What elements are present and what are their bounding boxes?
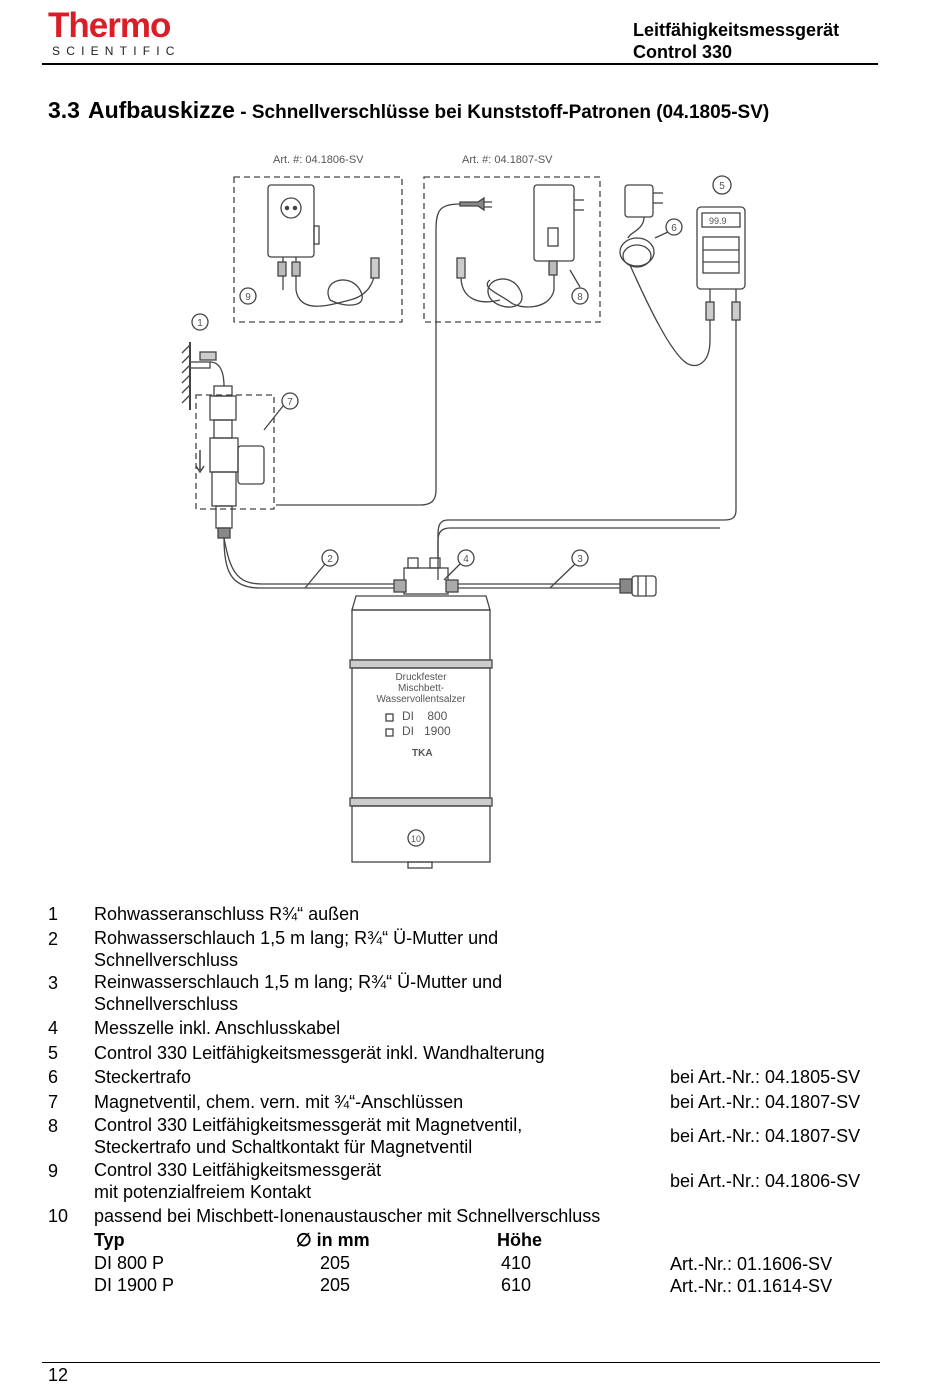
legend-num-5: 5 bbox=[48, 1043, 59, 1063]
logo-sub: SCIENTIFIC bbox=[52, 44, 181, 58]
legend-text-2b: Schnellverschluss bbox=[94, 950, 239, 970]
legend-num-2: 2 bbox=[48, 929, 59, 949]
legend-text-10: passend bei Mischbett-Ionenaustauscher m… bbox=[94, 1206, 601, 1226]
box-article-1806 bbox=[233, 176, 403, 323]
tank-option-1: DI 800 bbox=[402, 709, 448, 723]
legend-art-7: bei Art.-Nr.: 04.1807-SV bbox=[670, 1092, 861, 1112]
document-title: Leitfähigkeitsmessgerät Control 330 bbox=[633, 19, 873, 63]
legend-text-6: Steckertrafo bbox=[94, 1067, 192, 1087]
tank-label-1: Druckfester bbox=[395, 672, 447, 683]
meter-display: 99.9 bbox=[709, 216, 727, 226]
section-number: 3.3 bbox=[48, 97, 80, 123]
section-title: 3.3 Aufbauskizze - Schnellverschlüsse bei… bbox=[48, 97, 769, 124]
legend-num-4: 4 bbox=[48, 1018, 59, 1038]
tank-label-3: Wasservollentsalzer bbox=[376, 694, 466, 705]
header-rule bbox=[42, 63, 878, 65]
callout-4: 4 bbox=[463, 554, 469, 565]
table-row-2-typ: DI 1900 P bbox=[94, 1275, 175, 1295]
legend-art-9: bei Art.-Nr.: 04.1806-SV bbox=[670, 1171, 861, 1191]
legend-text-3b: Schnellverschluss bbox=[94, 994, 239, 1014]
table-row-1-art: Art.-Nr.: 01.1606-SV bbox=[670, 1254, 833, 1274]
legend-text-9: Control 330 Leitfähigkeitsmessgerät bbox=[94, 1160, 382, 1180]
legend-text-4: Messzelle inkl. Anschlusskabel bbox=[94, 1018, 341, 1038]
callout-1: 1 bbox=[197, 318, 203, 329]
callout-9: 9 bbox=[245, 292, 251, 303]
thermo-scientific-logo: Thermo SCIENTIFIC bbox=[48, 6, 181, 59]
document-title-line1: Leitfähigkeitsmessgerät bbox=[633, 20, 840, 40]
table-row-2-diameter: 205 bbox=[320, 1275, 351, 1295]
callout-8: 8 bbox=[577, 292, 583, 303]
table-row-2-height: 610 bbox=[501, 1275, 532, 1295]
callout-2: 2 bbox=[327, 554, 333, 565]
legend-num-1: 1 bbox=[48, 904, 59, 924]
legend-text-7: Magnetventil, chem. vern. mit ¾“-Anschlü… bbox=[94, 1092, 464, 1112]
legend-art-8: bei Art.-Nr.: 04.1807-SV bbox=[670, 1126, 861, 1146]
legend-text-3: Reinwasserschlauch 1,5 m lang; R¾“ Ü-Mut… bbox=[94, 972, 503, 992]
table-header-typ: Typ bbox=[94, 1230, 125, 1250]
page-number: 12 bbox=[48, 1365, 69, 1385]
legend-num-7: 7 bbox=[48, 1092, 59, 1112]
legend-num-8: 8 bbox=[48, 1116, 59, 1136]
diagram-art-label-left: Art. #: 04.1806-SV bbox=[273, 154, 364, 166]
callout-5: 5 bbox=[719, 181, 725, 192]
box-magnet-valve bbox=[195, 394, 275, 510]
section-subtitle: - Schnellverschlüsse bei Kunststoff-Patr… bbox=[234, 102, 770, 123]
legend-text-2: Rohwasserschlauch 1,5 m lang; R¾“ Ü-Mutt… bbox=[94, 928, 499, 948]
document-title-line2: Control 330 bbox=[633, 42, 733, 62]
diagram-art-label-right: Art. #: 04.1807-SV bbox=[462, 154, 553, 166]
legend-text-8: Control 330 Leitfähigkeitsmessgerät mit … bbox=[94, 1115, 523, 1135]
legend-num-9: 9 bbox=[48, 1161, 59, 1181]
table-header-diameter: ∅ in mm bbox=[296, 1230, 370, 1250]
assembly-diagram: Art. #: 04.1806-SV Art. #: 04.1807-SV 99… bbox=[181, 154, 746, 869]
legend-text-5: Control 330 Leitfähigkeitsmessgerät inkl… bbox=[94, 1043, 545, 1063]
callout-10: 10 bbox=[411, 834, 421, 844]
logo-brand: Thermo bbox=[48, 6, 171, 45]
legend-num-3: 3 bbox=[48, 973, 59, 993]
section-main-title: Aufbauskizze bbox=[87, 97, 235, 123]
table-header-height: Höhe bbox=[497, 1230, 542, 1250]
legend-text-1: Rohwasseranschluss R¾“ außen bbox=[94, 904, 360, 924]
legend-text-9b: mit potenzialfreiem Kontakt bbox=[94, 1182, 312, 1202]
table-row-2-art: Art.-Nr.: 01.1614-SV bbox=[670, 1276, 833, 1296]
legend-num-10: 10 bbox=[48, 1206, 69, 1226]
legend-num-6: 6 bbox=[48, 1067, 59, 1087]
legend-art-6: bei Art.-Nr.: 04.1805-SV bbox=[670, 1067, 861, 1087]
callout-6: 6 bbox=[671, 223, 677, 234]
tank-brand: TKA bbox=[412, 748, 433, 759]
tank-option-2: DI 1900 bbox=[402, 724, 451, 738]
table-row-1-diameter: 205 bbox=[320, 1253, 351, 1273]
callout-7: 7 bbox=[287, 397, 293, 408]
footer-rule bbox=[42, 1362, 880, 1363]
legend-text-8b: Steckertrafo und Schaltkontakt für Magne… bbox=[94, 1137, 473, 1157]
callout-3: 3 bbox=[577, 554, 583, 565]
table-row-1-typ: DI 800 P bbox=[94, 1253, 165, 1273]
tank-label-2: Mischbett- bbox=[398, 683, 444, 694]
table-row-1-height: 410 bbox=[501, 1253, 532, 1273]
